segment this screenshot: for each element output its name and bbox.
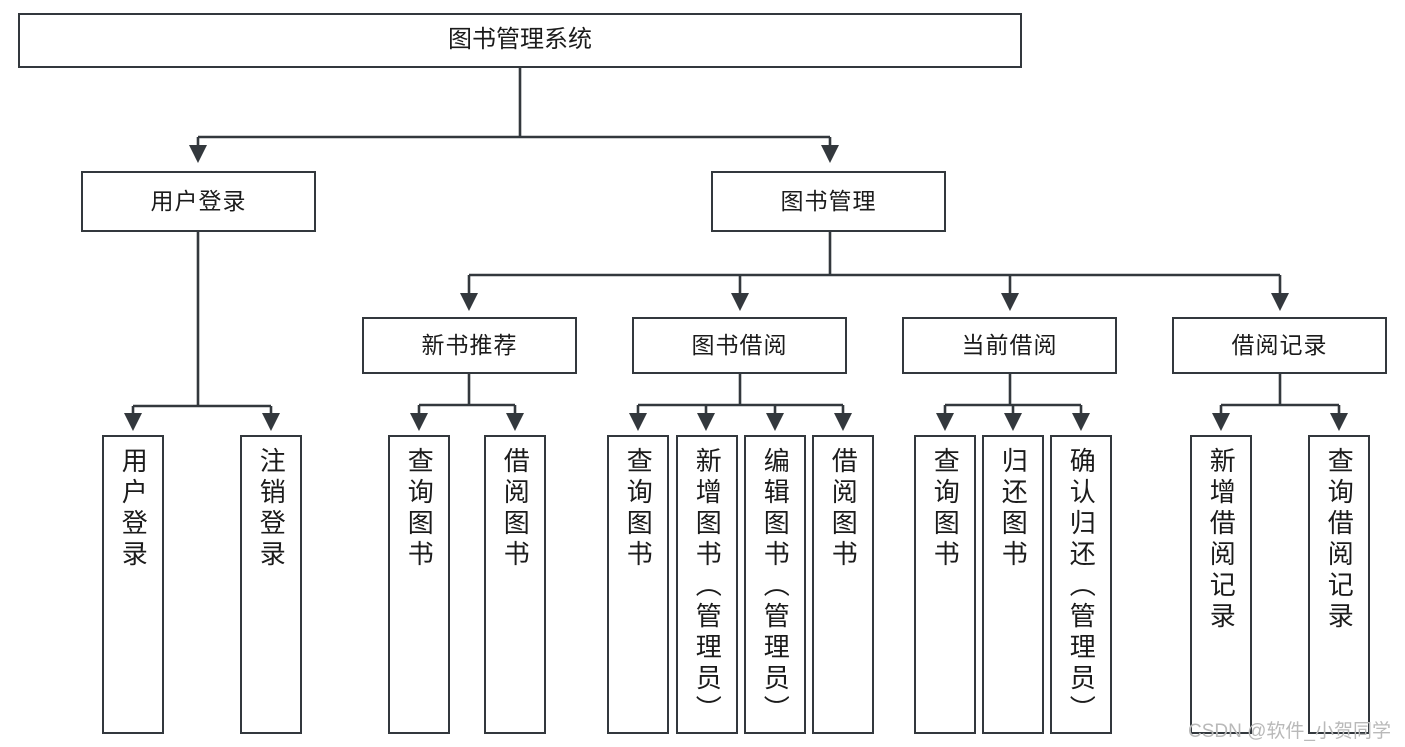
leaf-book-borrow-add-admin[interactable]: 新增图书（管理员） (676, 435, 738, 734)
node-label: 编辑图书（管理员） (760, 447, 791, 726)
node-label: 查询图书 (404, 447, 435, 571)
node-label: 确认归还（管理员） (1066, 447, 1097, 726)
leaf-current-borrow-query[interactable]: 查询图书 (914, 435, 976, 734)
node-book-borrow[interactable]: 图书借阅 (632, 317, 847, 374)
node-label: 借阅图书 (828, 447, 859, 571)
node-root-book-management-system[interactable]: 图书管理系统 (18, 13, 1022, 68)
node-label: 归还图书 (998, 447, 1029, 571)
node-label: 查询借阅记录 (1324, 447, 1355, 633)
leaf-current-borrow-confirm-admin[interactable]: 确认归还（管理员） (1050, 435, 1112, 734)
node-label: 用户登录 (150, 187, 247, 214)
leaf-current-borrow-return[interactable]: 归还图书 (982, 435, 1044, 734)
node-borrow-record[interactable]: 借阅记录 (1172, 317, 1387, 374)
node-new-book-recommend[interactable]: 新书推荐 (362, 317, 577, 374)
node-label: 查询图书 (930, 447, 961, 571)
node-label: 借阅图书 (500, 447, 531, 571)
node-label: 查询图书 (623, 447, 654, 571)
leaf-book-borrow-borrow[interactable]: 借阅图书 (812, 435, 874, 734)
node-book-management[interactable]: 图书管理 (711, 171, 946, 232)
node-user-login[interactable]: 用户登录 (81, 171, 316, 232)
leaf-user-login-logout[interactable]: 注销登录 (240, 435, 302, 734)
node-label: 图书管理系统 (448, 26, 592, 54)
node-label: 用户登录 (118, 447, 149, 571)
node-current-borrow[interactable]: 当前借阅 (902, 317, 1117, 374)
leaf-book-borrow-edit-admin[interactable]: 编辑图书（管理员） (744, 435, 806, 734)
leaf-borrow-record-query[interactable]: 查询借阅记录 (1308, 435, 1370, 734)
node-label: 图书借阅 (691, 331, 788, 358)
node-label: 新书推荐 (421, 331, 518, 358)
leaf-borrow-record-add[interactable]: 新增借阅记录 (1190, 435, 1252, 734)
leaf-new-book-borrow[interactable]: 借阅图书 (484, 435, 546, 734)
node-label: 注销登录 (256, 447, 287, 571)
node-label: 当前借阅 (961, 331, 1058, 358)
leaf-user-login-login[interactable]: 用户登录 (102, 435, 164, 734)
leaf-book-borrow-query[interactable]: 查询图书 (607, 435, 669, 734)
leaf-new-book-query[interactable]: 查询图书 (388, 435, 450, 734)
watermark: CSDN @软件_小贺同学 (1188, 721, 1391, 742)
node-label: 借阅记录 (1231, 331, 1328, 358)
node-label: 图书管理 (780, 187, 877, 214)
node-label: 新增图书（管理员） (692, 447, 723, 726)
node-label: 新增借阅记录 (1206, 447, 1237, 633)
